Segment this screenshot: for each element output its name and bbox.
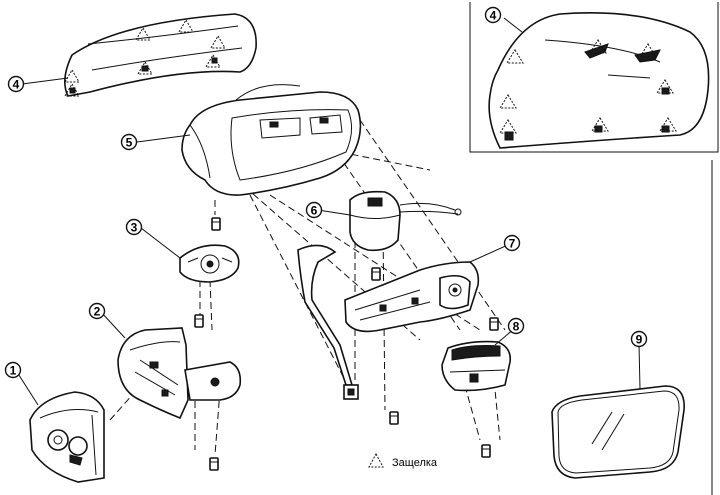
screw-1 bbox=[211, 217, 221, 231]
callout-5: 5 bbox=[120, 133, 138, 151]
power-fold-motor bbox=[441, 340, 512, 392]
svg-text:6: 6 bbox=[311, 204, 318, 218]
screws bbox=[194, 217, 499, 471]
screw-5 bbox=[389, 411, 399, 425]
bracket bbox=[117, 327, 242, 420]
latch-triangle-icon bbox=[368, 452, 384, 468]
callout-2: 2 bbox=[88, 302, 106, 320]
svg-text:4: 4 bbox=[13, 78, 20, 92]
screw-2 bbox=[194, 314, 204, 328]
svg-text:1: 1 bbox=[10, 364, 17, 378]
motor bbox=[349, 190, 462, 252]
mirror-housing bbox=[181, 84, 362, 196]
callout-9: 9 bbox=[630, 330, 648, 348]
wire-harness bbox=[297, 244, 359, 400]
svg-text:8: 8 bbox=[513, 320, 520, 334]
svg-text:5: 5 bbox=[126, 136, 133, 150]
cover bbox=[64, 13, 257, 97]
mirror-glass bbox=[551, 385, 685, 479]
cover-inner-view bbox=[488, 12, 710, 149]
callout-8: 8 bbox=[507, 317, 525, 335]
callout-4: 4 bbox=[7, 75, 25, 93]
screw-6 bbox=[489, 317, 499, 331]
drive-unit bbox=[344, 261, 480, 333]
svg-text:3: 3 bbox=[131, 221, 138, 235]
inset-frame bbox=[469, 2, 719, 495]
screw-7 bbox=[481, 444, 491, 458]
gasket bbox=[179, 244, 240, 283]
legend: Защелка bbox=[368, 452, 438, 469]
svg-text:7: 7 bbox=[509, 237, 516, 251]
callout-4-inset: 4 bbox=[484, 6, 502, 24]
svg-text:4: 4 bbox=[490, 9, 497, 23]
legend-label: Защелка bbox=[392, 457, 438, 469]
svg-text:9: 9 bbox=[636, 333, 643, 347]
screw-3 bbox=[209, 457, 219, 471]
screw-4 bbox=[371, 267, 381, 281]
callout-1: 1 bbox=[4, 361, 22, 379]
callout-6: 6 bbox=[305, 201, 323, 219]
svg-text:2: 2 bbox=[94, 305, 101, 319]
callout-3: 3 bbox=[125, 218, 143, 236]
mirror-base bbox=[29, 391, 105, 483]
callout-7: 7 bbox=[503, 234, 521, 252]
